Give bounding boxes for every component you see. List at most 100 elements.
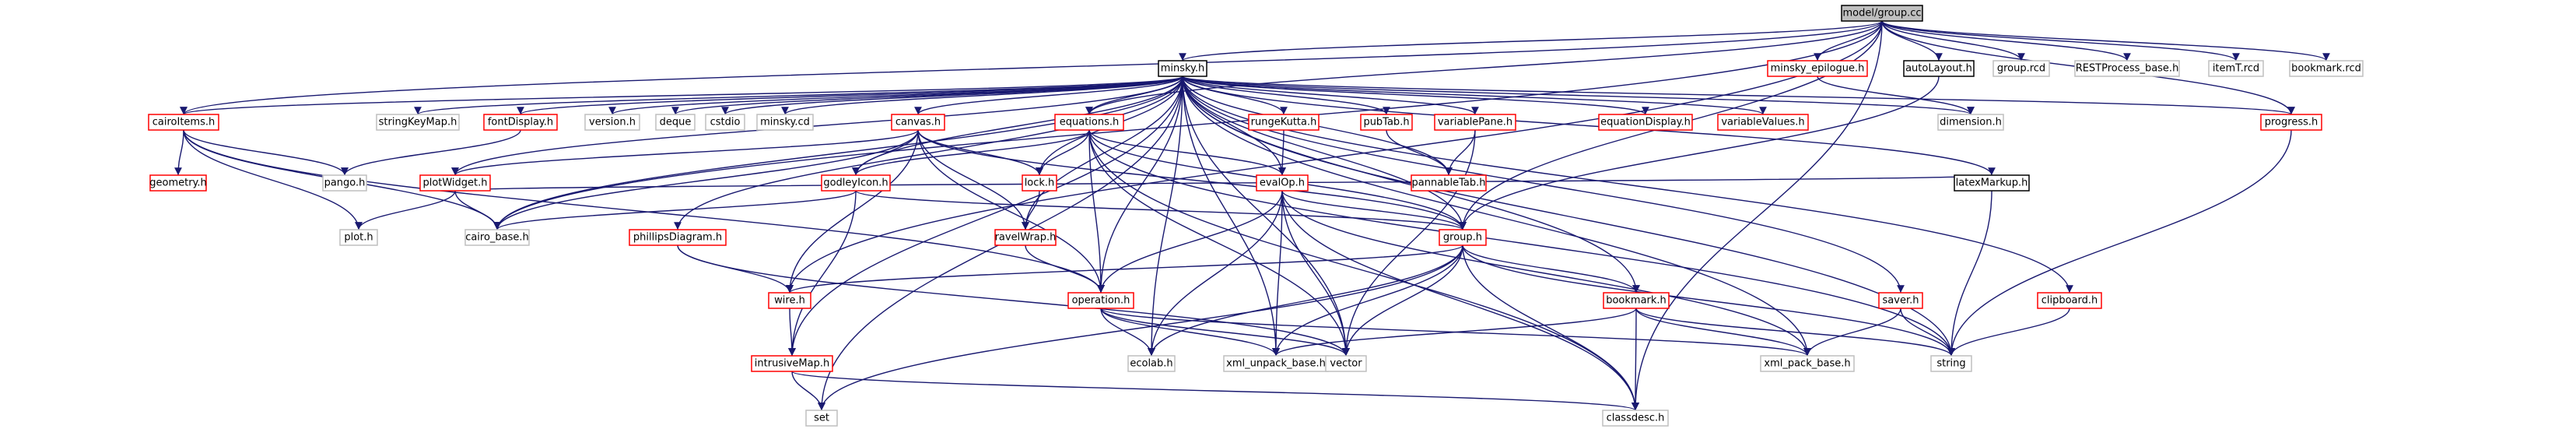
node-cairoItems-h[interactable]: cairoItems.h	[148, 114, 219, 131]
edge-minsky_h-to-xml_unpack_base_h	[1182, 76, 1280, 357]
edge-minsky_h-to-operation_h	[1097, 76, 1183, 294]
node-box	[1878, 292, 1923, 309]
node-bookmark-rcd: bookmark.rcd	[2289, 60, 2364, 77]
node-autoLayout-h[interactable]: autoLayout.h	[1903, 60, 1975, 77]
edge-autoLayout_h-to-group_h	[1459, 76, 1940, 230]
node-box	[994, 229, 1057, 246]
node-box	[751, 355, 833, 372]
edge-group_h-to-bookmark_h	[1462, 244, 1640, 294]
node-label: evalOp.h	[1260, 178, 1305, 189]
node-latexMarkup-h[interactable]: latexMarkup.h	[1954, 174, 2030, 192]
node-box	[1022, 174, 1057, 192]
node-xml-unpack-base-h: xml_unpack_base.h	[1223, 355, 1329, 372]
node-intrusiveMap-h[interactable]: intrusiveMap.h	[751, 355, 833, 372]
edge-group_cc-to-RESTProcess_base_h	[1881, 20, 2131, 62]
edge-group_h-to-vector	[1342, 244, 1463, 357]
edge-equations_h-to-operation_h	[1088, 129, 1105, 294]
node-wire-h[interactable]: wire.h	[768, 292, 811, 309]
node-geometry-h[interactable]: geometry.h	[149, 174, 207, 192]
edge-minsky_h-to-xml_pack_base_h	[1182, 76, 1811, 357]
edge-group_h-to-wire_h	[786, 244, 1463, 294]
node-saver-h[interactable]: saver.h	[1878, 292, 1923, 309]
node-box	[1602, 410, 1669, 427]
edge-minsky_h-to-ravelWrap_h	[1022, 76, 1183, 230]
edge-minsky_h-to-canvas_h	[914, 76, 1183, 115]
edge-operation_h-to-xml_unpack_base_h	[1100, 308, 1280, 357]
node-plotWidget-h[interactable]: plotWidget.h	[419, 174, 491, 192]
node-ravelWrap-h[interactable]: ravelWrap.h	[994, 229, 1057, 246]
node-fontDisplay-h[interactable]: fontDisplay.h	[483, 114, 558, 131]
node-bookmark-h[interactable]: bookmark.h	[1603, 292, 1670, 309]
node-clipboard-h[interactable]: clipboard.h	[2037, 292, 2102, 309]
node-progress-h[interactable]: progress.h	[2260, 114, 2322, 131]
edge-canvas_h-to-ravelWrap_h	[917, 129, 1029, 230]
node-minsky-h[interactable]: minsky.h	[1158, 60, 1207, 77]
node-box	[1603, 292, 1670, 309]
edge-evalOp_h-to-xml_unpack_base_h	[1272, 190, 1283, 357]
node-phillipsDiagram-h[interactable]: phillipsDiagram.h	[629, 229, 727, 246]
node-box	[1954, 174, 2030, 192]
edge-evalOp_h-to-xml_pack_base_h	[1281, 190, 1811, 357]
edge-evalOp_h-to-ecolab_h	[1148, 190, 1283, 357]
edge-minsky_h-to-dimension_h	[1182, 76, 1975, 115]
node-label: intrusiveMap.h	[755, 358, 829, 370]
node-box	[821, 174, 891, 192]
node-box	[2074, 60, 2180, 77]
node-box	[805, 410, 838, 427]
edge-evalOp_h-to-vector	[1281, 190, 1350, 357]
node-canvas-h[interactable]: canvas.h	[891, 114, 945, 131]
node-group-h[interactable]: group.h	[1439, 229, 1487, 246]
node-box	[891, 114, 945, 131]
edge-minsky_h-to-progress_h	[1182, 76, 2295, 115]
edge-cairoItems_h-to-pango_h	[183, 129, 349, 176]
node-variablePane-h[interactable]: variablePane.h	[1434, 114, 1516, 131]
edge-equations_h-to-evalOp_h	[1088, 129, 1286, 176]
node-equationDisplay-h[interactable]: equationDisplay.h	[1598, 114, 1693, 131]
node-ecolab-h: ecolab.h	[1127, 355, 1176, 372]
node-label: clipboard.h	[2042, 295, 2098, 307]
node-label: cairoItems.h	[152, 117, 215, 128]
edge-fontDisplay_h-to-pango_h	[341, 129, 521, 176]
node-pannableTab-h[interactable]: pannableTab.h	[1411, 174, 1487, 192]
node-evalOp-h[interactable]: evalOp.h	[1256, 174, 1309, 192]
edge-phillipsDiagram_h-to-vector	[677, 244, 1350, 357]
node-label: latexMarkup.h	[1956, 178, 2028, 189]
node-deque: deque	[655, 114, 696, 131]
node-operation-h[interactable]: operation.h	[1067, 292, 1134, 309]
node-label: xml_pack_base.h	[1764, 358, 1850, 370]
edge-cairoItems_h-to-operation_h	[183, 129, 1105, 294]
node-vector: vector	[1325, 355, 1367, 372]
node-box	[1717, 114, 1809, 131]
node-box	[1067, 292, 1134, 309]
node-lock-h[interactable]: lock.h	[1022, 174, 1057, 192]
node-label: xml_unpack_base.h	[1226, 358, 1326, 370]
edge-minsky_h-to-pubTab_h	[1182, 76, 1390, 115]
edge-canvas_h-to-cairo_base_h	[493, 129, 919, 230]
node-label: RESTProcess_base.h	[2076, 63, 2179, 75]
edge-minsky_h-to-bookmark_h	[1182, 76, 1640, 294]
node-group-cc[interactable]: model/group.cc	[1841, 5, 1923, 22]
node-label: minsky.cd	[760, 117, 810, 128]
edge-lock_h-to-ravelWrap_h	[1022, 190, 1040, 230]
node-box	[1127, 355, 1176, 372]
edge-canvas_h-to-operation_h	[917, 129, 1105, 294]
node-minsky-epilogue-h[interactable]: minsky_epilogue.h	[1767, 60, 1868, 77]
edge-wire_h-to-intrusiveMap_h	[788, 308, 796, 357]
node-box	[1411, 174, 1487, 192]
node-rungeKutta-h[interactable]: rungeKutta.h	[1248, 114, 1320, 131]
edge-equations_h-to-string	[1088, 129, 1955, 357]
node-equations-h[interactable]: equations.h	[1054, 114, 1124, 131]
node-box	[2208, 60, 2264, 77]
edge-equations_h-to-lock_h	[1036, 129, 1090, 176]
edge-group_cc-to-cairoItems_h	[180, 20, 1883, 115]
node-stringKeyMap-h: stringKeyMap.h	[376, 114, 460, 131]
node-godleyIcon-h[interactable]: godleyIcon.h	[821, 174, 891, 192]
node-box	[756, 114, 814, 131]
edge-intrusiveMap_h-to-set	[791, 371, 825, 411]
node-label: phillipsDiagram.h	[633, 232, 722, 244]
node-pubTab-h[interactable]: pubTab.h	[1360, 114, 1413, 131]
node-label: saver.h	[1883, 295, 1919, 307]
edge-group_h-to-classdesc_h	[1462, 244, 1639, 411]
node-variableValues-h[interactable]: variableValues.h	[1717, 114, 1809, 131]
node-label: ravelWrap.h	[995, 232, 1057, 244]
